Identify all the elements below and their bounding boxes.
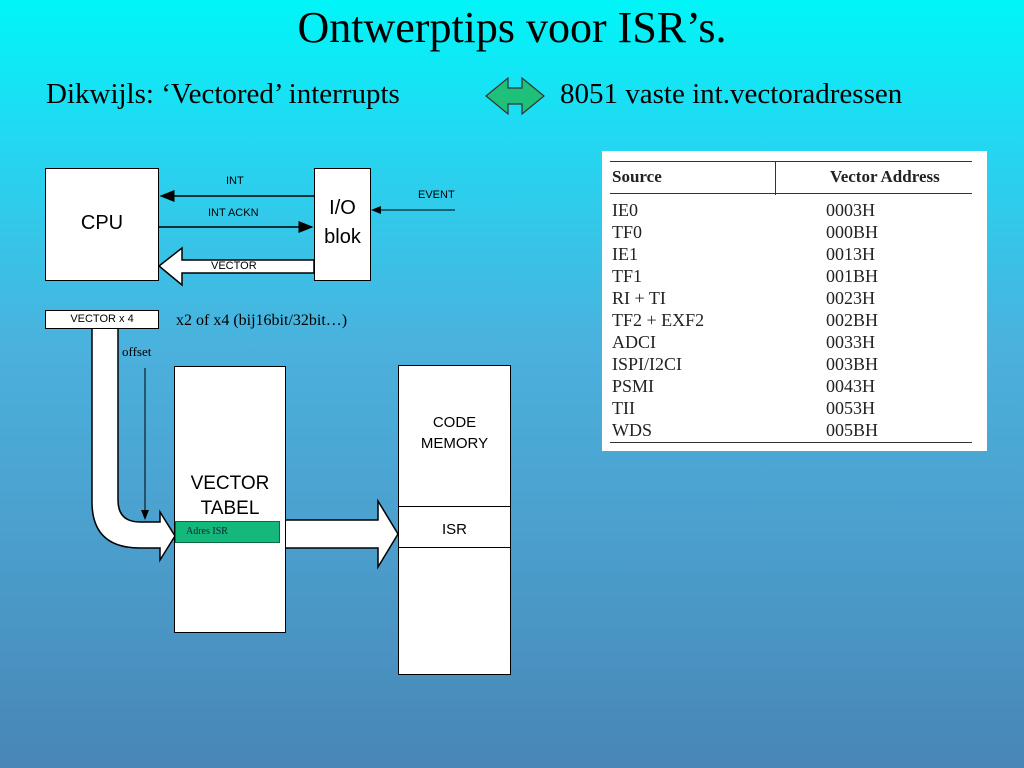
table-row-source: TII xyxy=(612,398,635,418)
code-memory-box: CODE MEMORY ISR xyxy=(398,365,511,675)
vector-tabel-box: VECTOR TABEL xyxy=(174,366,286,633)
table-top-rule xyxy=(610,161,972,162)
vector-tabel-line1: VECTOR xyxy=(190,473,270,494)
int-label: INT xyxy=(226,175,244,187)
vector-index-arrow xyxy=(91,327,176,563)
table-row-address: 0013H xyxy=(826,244,875,264)
vector-address-table: Source Vector Address IE0 0003H TF0 000BH IE… xyxy=(602,151,987,451)
table-row-address: 0033H xyxy=(826,332,875,352)
table-row-address: 0043H xyxy=(826,376,875,396)
io-label-line2: blok xyxy=(324,226,361,248)
isr-segment: ISR xyxy=(399,506,510,548)
table-row-source: ISPI/I2CI xyxy=(612,354,683,374)
multiplier-note: x2 of x4 (bij16bit/32bit…) xyxy=(176,312,348,329)
vector-x4-label: VECTOR x 4 xyxy=(70,313,134,325)
event-label: EVENT xyxy=(418,189,455,201)
vector-tabel-line2: TABEL xyxy=(200,498,260,519)
vector-label: VECTOR xyxy=(211,260,257,272)
table-row-source: TF0 xyxy=(612,222,643,242)
io-block-box: I/O blok xyxy=(314,168,371,281)
table-row-address: 001BH xyxy=(826,266,879,286)
table-row-source: RI + TI xyxy=(612,288,666,308)
io-label-line1: I/O xyxy=(329,197,356,219)
table-row-source: WDS xyxy=(612,420,652,440)
subtitle-right: 8051 vaste int.vectoradressen xyxy=(560,78,903,110)
table-row-address: 0053H xyxy=(826,398,875,418)
adres-isr-label: Adres ISR xyxy=(186,526,228,537)
table-row-source: IE0 xyxy=(612,200,638,220)
table-row-source: IE1 xyxy=(612,244,638,264)
header-source: Source xyxy=(612,167,662,186)
adres-isr-entry: Adres ISR xyxy=(175,521,280,543)
table-row-address: 005BH xyxy=(826,420,879,440)
int-ackn-label: INT ACKN xyxy=(208,207,259,219)
table-bottom-rule xyxy=(610,442,972,443)
table-row-source: TF1 xyxy=(612,266,643,286)
table-row-source: ADCI xyxy=(612,332,656,352)
adres-to-isr-arrow xyxy=(279,498,399,570)
table-row-address: 000BH xyxy=(826,222,879,242)
table-row-source: TF2 + EXF2 xyxy=(612,310,705,330)
header-vector-address: Vector Address xyxy=(830,167,940,186)
table-row-source: PSMI xyxy=(612,376,655,396)
vector-x4-box: VECTOR x 4 xyxy=(45,310,159,329)
cpu-label: CPU xyxy=(80,212,124,234)
code-memory-line1: CODE xyxy=(432,414,477,431)
slide-title: Ontwerptips voor ISR’s. xyxy=(297,3,727,52)
code-memory-line2: MEMORY xyxy=(420,435,489,452)
table-row-address: 0023H xyxy=(826,288,875,308)
offset-label: offset xyxy=(122,344,152,359)
table-row-address: 003BH xyxy=(826,354,879,374)
table-header-divider xyxy=(775,161,776,195)
vector-bus-arrow xyxy=(157,246,315,287)
subtitle-left: Dikwijls: ‘Vectored’ interrupts xyxy=(46,78,400,110)
table-header-rule xyxy=(610,193,972,194)
table-row-address: 002BH xyxy=(826,310,879,330)
table-row-address: 0003H xyxy=(826,200,875,220)
isr-label: ISR xyxy=(441,521,467,538)
cpu-box: CPU xyxy=(45,168,159,281)
